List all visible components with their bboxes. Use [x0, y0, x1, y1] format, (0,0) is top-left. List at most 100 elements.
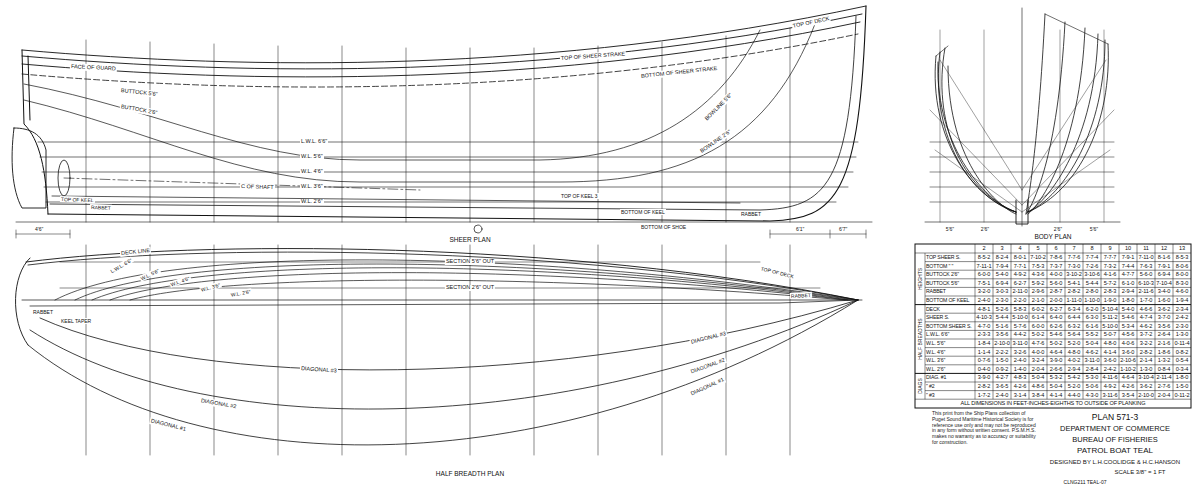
diagonal-label: DIAGONAL #2 — [689, 356, 727, 375]
table-group: HALF BREADTHS — [918, 318, 923, 359]
title-text: BUREAU OF FISHERIES — [1071, 436, 1158, 445]
table-cell: 1-3-0 — [1137, 365, 1155, 374]
dimension-text: 5'6" — [1089, 226, 1099, 232]
table-cell: 2-4-0 — [975, 296, 993, 305]
table-cell: 7-9-1 — [1119, 253, 1137, 262]
rabbet-line — [50, 16, 856, 210]
table-cell: 4-1-6 — [1101, 270, 1119, 279]
waterline-label: W.L. 5'6" — [300, 154, 324, 161]
table-title: BODY PLAN — [1033, 233, 1072, 241]
plan-label: DECK LINE — [120, 247, 152, 257]
table-cell: 6-0-2 — [1029, 305, 1047, 314]
table-cell: 4-6-4 — [1119, 373, 1137, 382]
column-number: 8 — [1083, 244, 1101, 253]
table-cell: 1-8-0 — [1173, 373, 1191, 382]
table-cell: 2-4-2 — [1101, 365, 1119, 374]
plan-label: TOP OF KEEL — [60, 196, 95, 203]
table-cell: 2-0-4 — [1155, 391, 1173, 400]
keel-section — [1016, 200, 1028, 224]
table-cell: 5-0-4 — [1047, 382, 1065, 391]
row-label: TOP SHEER S. — [926, 253, 974, 262]
table-border — [915, 244, 1191, 408]
table-cell: 4-0-6 — [1119, 339, 1137, 348]
table-cell: 6-3-4 — [1065, 305, 1083, 314]
table-cell: 1-8-0 — [1119, 296, 1137, 305]
watermark-note: This print from the Ship Plans collectio… — [932, 411, 1036, 446]
row-label: BUTTOCK 5'6" — [926, 279, 974, 288]
table-cell: 5-4-4 — [1083, 279, 1101, 288]
table-cell: 7-9-1 — [1155, 262, 1173, 271]
plan-label: RABBET — [90, 204, 112, 211]
table-cell: 8-2-4 — [993, 253, 1011, 262]
table-cell: 7-11-0 — [1137, 253, 1155, 262]
table-cell: 4-8-0 — [1101, 339, 1119, 348]
table-cell: 3-8-4 — [1029, 391, 1047, 400]
table-cell: 4-8-3 — [1011, 373, 1029, 382]
dimension-text: 2'6" — [1053, 226, 1063, 232]
table-cell: 2-0-0 — [1047, 296, 1065, 305]
table-cell: 6-3-2 — [1065, 322, 1083, 331]
column-number: 9 — [1101, 244, 1119, 253]
transom — [15, 258, 30, 345]
diagonal-lines — [930, 60, 1114, 212]
table-cell: 5-6-4 — [1065, 330, 1083, 339]
row-label: DIAG. #1 — [926, 373, 974, 382]
archive-number: CLNG211 TEAL-07 — [1063, 479, 1108, 485]
table-cell: 6-2-0 — [1083, 305, 1101, 314]
table-cell: 4-9-2 — [1011, 270, 1029, 279]
table-cell: 0-11-4 — [1173, 339, 1191, 348]
table-cell: 4-6-2 — [1083, 348, 1101, 357]
buttock-line — [24, 30, 760, 160]
table-cell: 6-0-0 — [1029, 322, 1047, 331]
table-cell: 2-8-2 — [1065, 287, 1083, 296]
table-cell: 5-0-7 — [1101, 330, 1119, 339]
table-cell: 5-8-3 — [1011, 305, 1029, 314]
table-cell: 7-3-2 — [1101, 262, 1119, 271]
column-number: 5 — [1029, 244, 1047, 253]
table-cell: 2-8-2 — [975, 382, 993, 391]
table-cell: 2-9-6 — [1029, 287, 1047, 296]
table-cell: 7-3-7 — [1047, 262, 1065, 271]
plan-number: PLAN 571-3 — [1091, 412, 1139, 422]
table-cell: 1-7-2 — [975, 391, 993, 400]
table-cell: 6-1-6 — [1083, 322, 1101, 331]
offset-table — [915, 244, 1191, 408]
forward-sections — [1026, 14, 1108, 214]
column-number: 11 — [1137, 244, 1155, 253]
plan-label: SECTION 2'6" OUT — [445, 285, 495, 292]
table-cell: 8-3-0 — [1173, 279, 1191, 288]
table-cell: 2-9-4 — [1119, 287, 1137, 296]
table-cell: 3-10-6 — [1083, 270, 1101, 279]
diagonal-line — [40, 300, 858, 370]
table-cell: 4-6-4 — [1047, 348, 1065, 357]
table-cell: 2-1-4 — [1137, 356, 1155, 365]
table-cell: 1-11-0 — [1065, 296, 1083, 305]
row-label: L.W.L. 6'6" — [926, 330, 974, 339]
table-cell: 2-1-0 — [1029, 296, 1047, 305]
table-cell: 8-0-0 — [1173, 270, 1191, 279]
table-cell: 7-7-6 — [1065, 253, 1083, 262]
plan-label: KEEL TAPER — [60, 318, 92, 324]
table-cell: 1-8-6 — [1155, 348, 1173, 357]
deck-line — [22, 6, 866, 63]
table-cell: 6-2-7 — [1047, 305, 1065, 314]
table-cell: 7-5-1 — [975, 279, 993, 288]
table-cell: 4-8-1 — [975, 305, 993, 314]
deck-line — [26, 249, 858, 300]
table-cell: 4-3-0 — [1083, 391, 1101, 400]
column-number: 10 — [1119, 244, 1137, 253]
bottom-of-sheer-strake — [22, 34, 858, 87]
waterline-label: W.L. 2'6" — [229, 288, 251, 298]
table-cell: 3-7-2 — [1137, 330, 1155, 339]
table-cell: 2-6-4 — [1155, 330, 1173, 339]
table-cell: 3-5-4 — [1119, 391, 1137, 400]
column-number: 7 — [1065, 244, 1083, 253]
table-cell: 5-6-0 — [1047, 279, 1065, 288]
table-cell: 5-1-6 — [993, 322, 1011, 331]
table-group: HEIGHTS — [918, 268, 923, 290]
designer-text: DESIGNED BY L.H.COOLIDGE & H.C.HANSON — [1049, 459, 1181, 466]
table-cell: 8-0-1 — [1011, 253, 1029, 262]
waterline-label: W.L. 3'6" — [199, 281, 222, 292]
table-cell: 7-10-2 — [1029, 253, 1047, 262]
plan-label: BOTTOM OF KEEL — [620, 209, 666, 215]
